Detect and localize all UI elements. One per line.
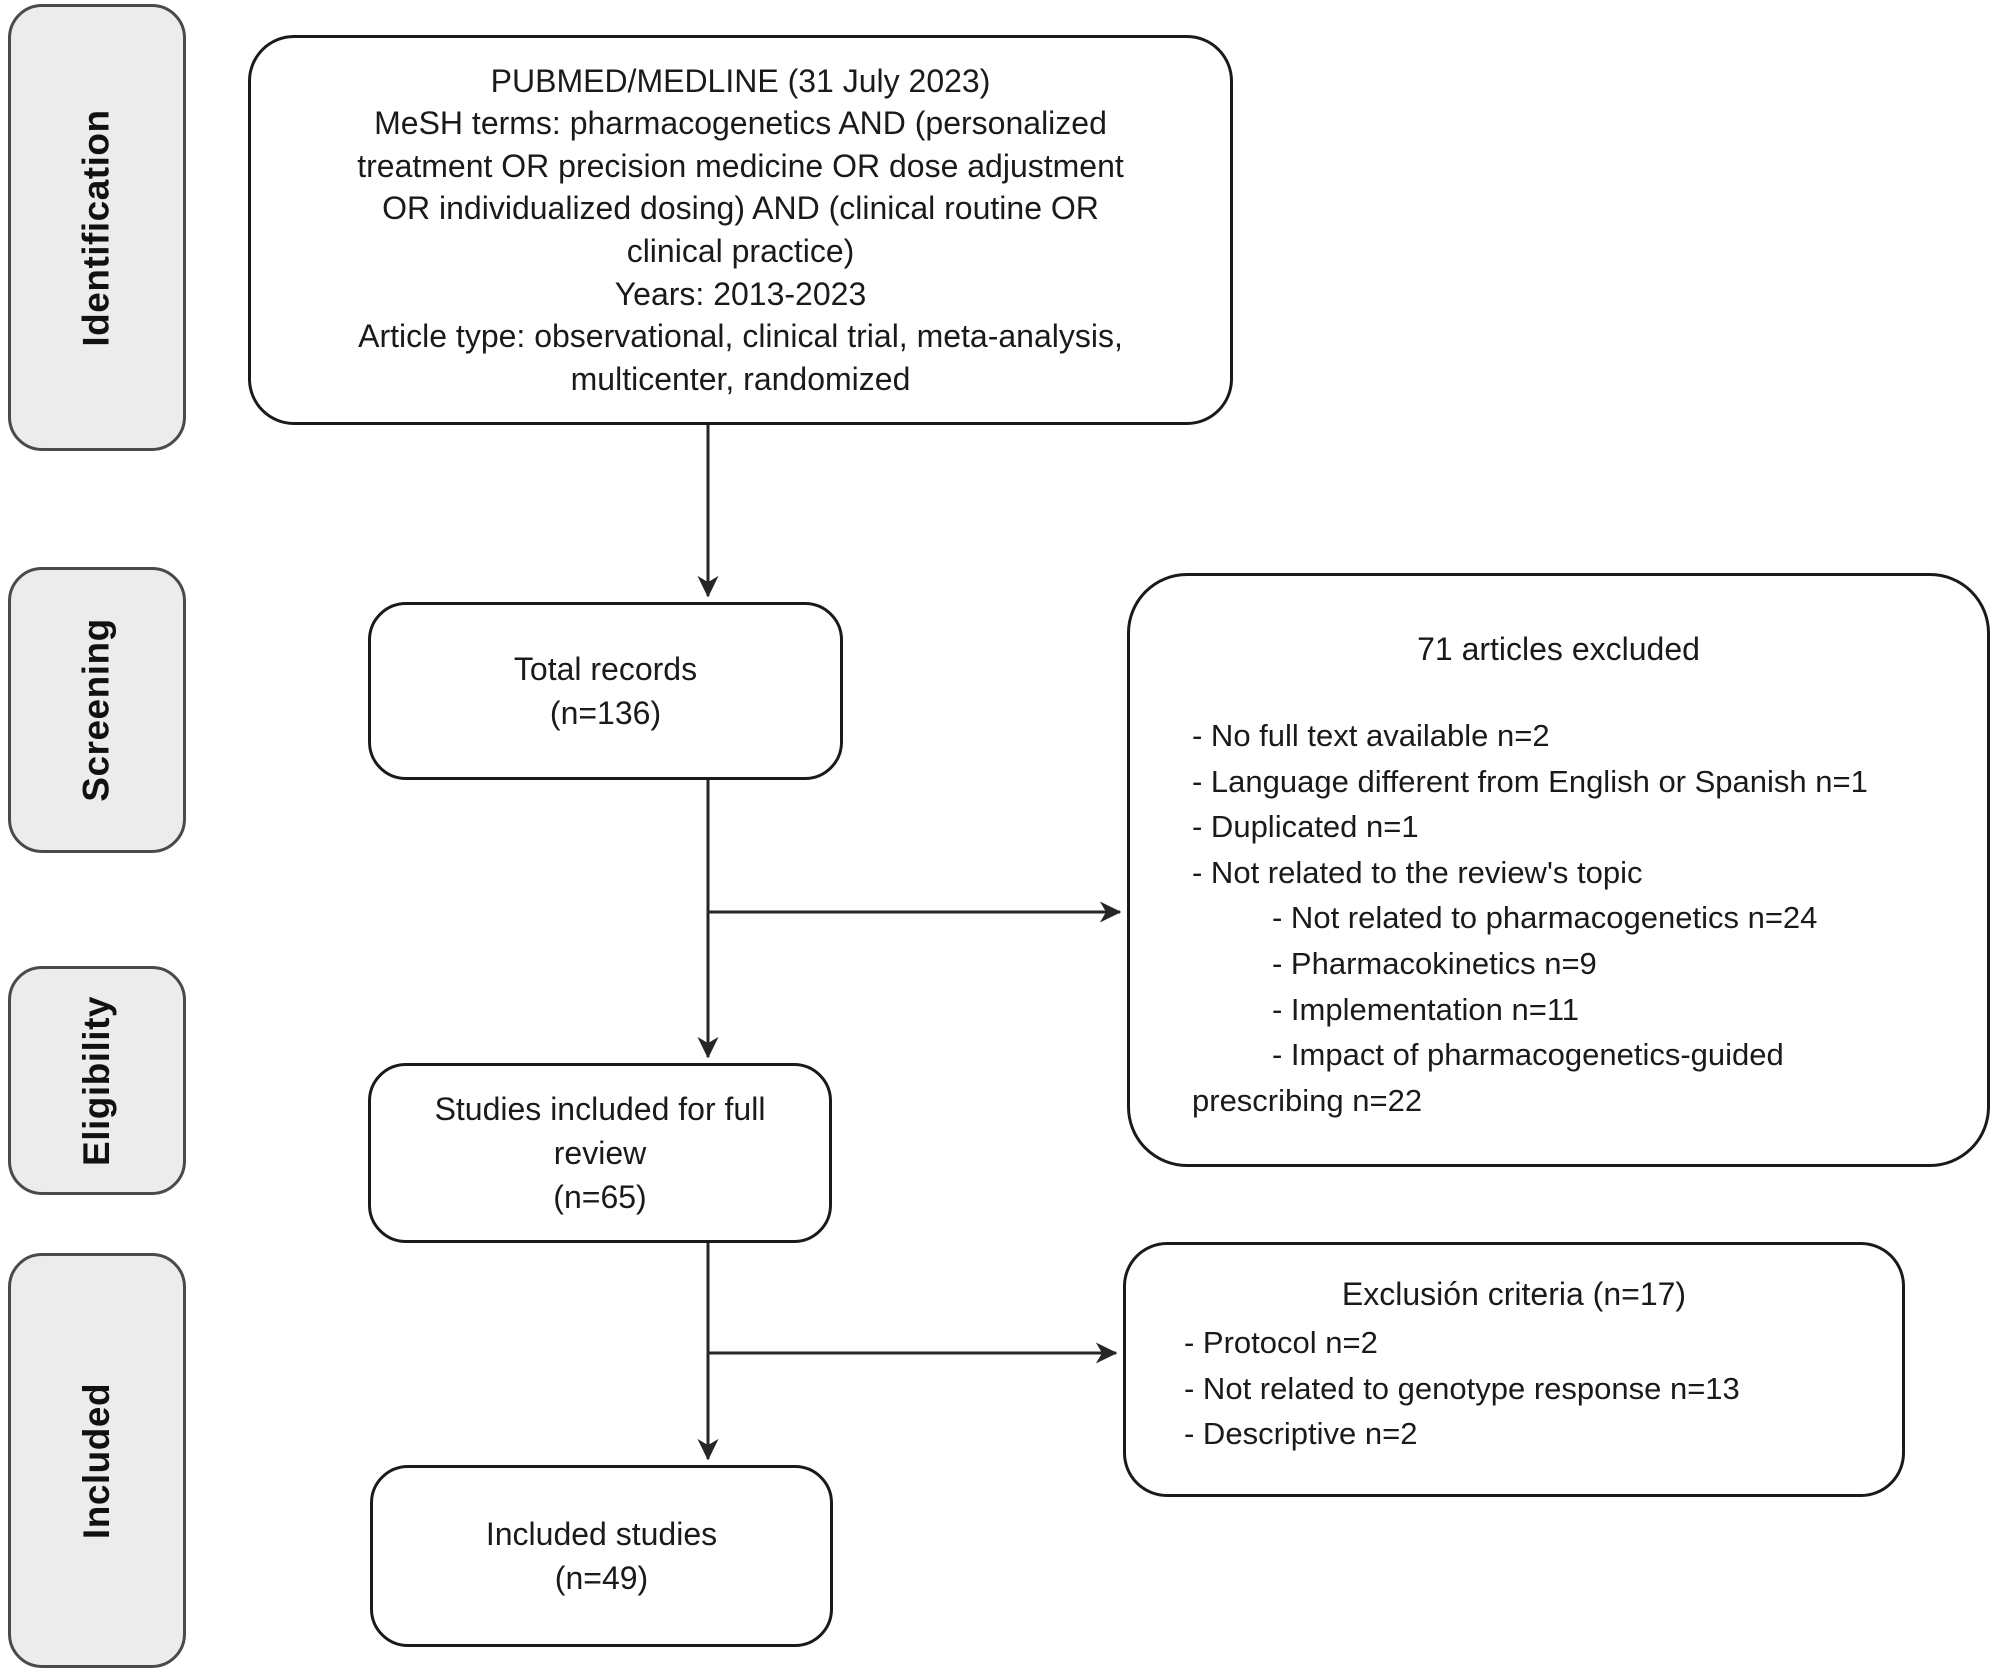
excluded-articles-box: 71 articles excluded - No full text avai… bbox=[1127, 573, 1990, 1167]
exclusion-item: - Pharmacokinetics n=9 bbox=[1272, 946, 1597, 981]
exclusion-criteria-title: Exclusión criteria (n=17) bbox=[1341, 1276, 1687, 1312]
exclusion-item: - Not related to the review's topic bbox=[1192, 854, 1643, 890]
exclusion-item: - Impact of pharmacogenetics-guided pres… bbox=[1192, 1037, 1784, 1118]
stage-included-label: Included bbox=[76, 1382, 117, 1539]
full-review-box: Studies included for full review (n=65) bbox=[368, 1063, 832, 1243]
full-review-text: Studies included for full review (n=65) bbox=[434, 1090, 766, 1216]
exclusion-item: - Language different from English or Spa… bbox=[1192, 763, 1868, 799]
exclusion-item: - Not related to pharmacogenetics n=24 bbox=[1272, 900, 1818, 936]
stage-screening: Screening bbox=[8, 567, 186, 853]
exclusion-criteria-box: Exclusión criteria (n=17) - Protocol n=2… bbox=[1123, 1242, 1905, 1497]
exclusion-item: - Protocol n=2 bbox=[1184, 1325, 1378, 1361]
stage-eligibility: Eligibility bbox=[8, 966, 186, 1195]
stage-identification-label: Identification bbox=[76, 108, 118, 347]
included-studies-box: Included studies (n=49) bbox=[370, 1465, 833, 1647]
total-records-box: Total records (n=136) bbox=[368, 602, 843, 780]
included-studies-text: Included studies (n=49) bbox=[485, 1515, 718, 1596]
stage-identification: Identification bbox=[8, 4, 186, 451]
exclusion-item: - Not related to genotype response n=13 bbox=[1184, 1370, 1740, 1406]
excluded-articles-list: - No full text available n=2 - Language d… bbox=[1130, 713, 1987, 1123]
excluded-articles-title: 71 articles excluded bbox=[1417, 631, 1700, 667]
stage-eligibility-label: Eligibility bbox=[76, 995, 117, 1166]
exclusion-criteria-list: - Protocol n=2 - Not related to genotype … bbox=[1126, 1320, 1902, 1457]
search-strategy-text: PUBMED/MEDLINE (31 July 2023) MeSH terms… bbox=[357, 62, 1124, 397]
exclusion-item: - Descriptive n=2 bbox=[1184, 1416, 1418, 1452]
total-records-text: Total records (n=136) bbox=[513, 650, 698, 731]
stage-included: Included bbox=[8, 1253, 186, 1668]
exclusion-item: - Implementation n=11 bbox=[1272, 991, 1580, 1027]
stage-screening-label: Screening bbox=[76, 618, 117, 802]
search-strategy-box: PUBMED/MEDLINE (31 July 2023) MeSH terms… bbox=[248, 35, 1233, 425]
exclusion-item: - No full text available n=2 bbox=[1192, 718, 1550, 754]
exclusion-item: - Duplicated n=1 bbox=[1192, 809, 1419, 845]
